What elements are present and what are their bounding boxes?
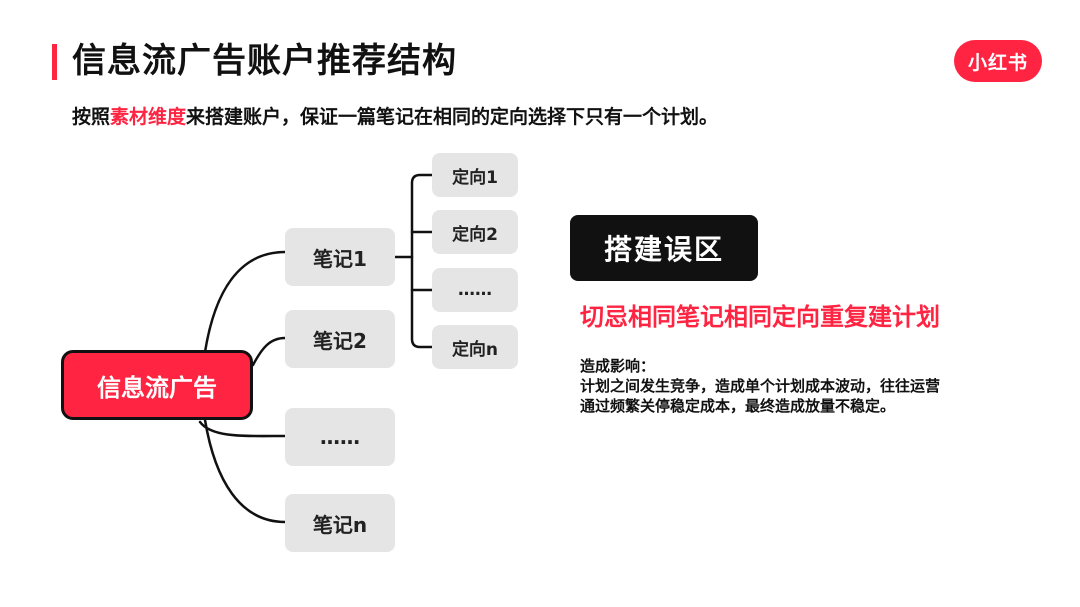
- effect-block: 造成影响： 计划之间发生竞争，造成单个计划成本波动，往往运营 通过频繁关停稳定成…: [580, 356, 1040, 416]
- root-node: 信息流广告: [61, 350, 253, 420]
- subtitle-before: 按照: [72, 106, 111, 128]
- page-title: 信息流广告账户推荐结构: [72, 41, 457, 81]
- direction-bracket: [410, 173, 434, 349]
- effect-line-1: 计划之间发生竞争，造成单个计划成本波动，往往运营: [580, 377, 941, 395]
- note-node-2: 笔记2: [285, 310, 395, 368]
- title-accent-bar: [52, 44, 57, 80]
- note-node-n: 笔记n: [285, 494, 395, 552]
- effect-line-2: 通过频繁关停稳定成本，最终造成放量不稳定。: [580, 397, 896, 415]
- connector-root-noten: [203, 418, 287, 524]
- subtitle-after: 来搭建账户，保证一篇笔记在相同的定向选择下只有一个计划。: [186, 106, 719, 128]
- direction-node-3: ……: [432, 268, 518, 312]
- pitfall-warning: 切忌相同笔记相同定向重复建计划: [580, 303, 940, 331]
- subtitle-highlight: 素材维度: [110, 106, 187, 128]
- connector-root-note1: [203, 250, 287, 354]
- connector-root-note2: [251, 336, 287, 367]
- note-node-3: ……: [285, 408, 395, 466]
- page-subtitle: 按照素材维度来搭建账户，保证一篇笔记在相同的定向选择下只有一个计划。: [72, 104, 718, 130]
- direction-node-2: 定向2: [432, 210, 518, 254]
- effect-title: 造成影响：: [580, 357, 656, 375]
- note-node-1: 笔记1: [285, 228, 395, 286]
- pitfall-heading: 搭建误区: [570, 215, 758, 281]
- connector-root-note3: [198, 420, 287, 438]
- direction-node-n: 定向n: [432, 325, 518, 369]
- direction-node-1: 定向1: [432, 153, 518, 197]
- xiaohongshu-logo: 小红书: [954, 40, 1042, 82]
